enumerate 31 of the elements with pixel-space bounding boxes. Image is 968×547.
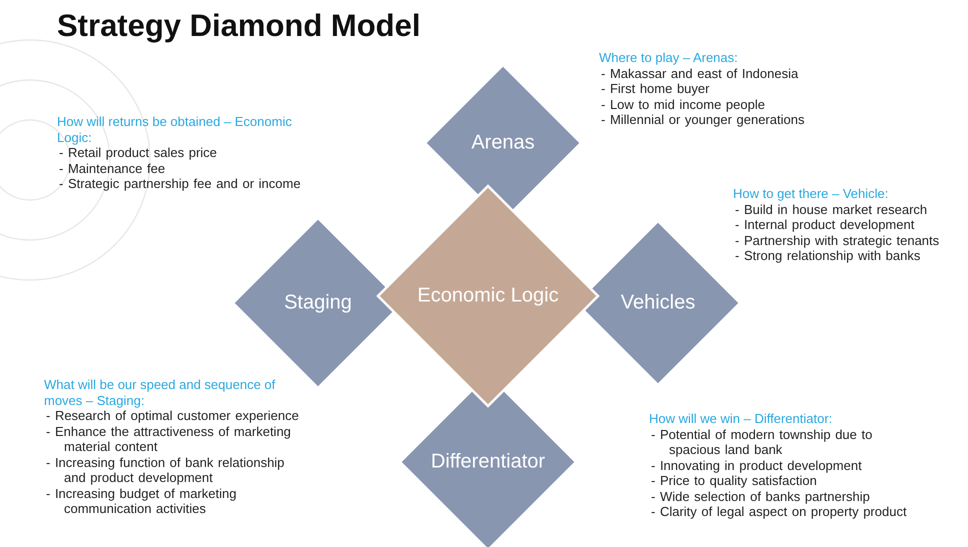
bullet-item: - Partnership with strategic tenants [734,232,940,248]
bullet-item: - Increasing budget of marketing communication activities [45,486,238,516]
section-heading: How to get there – Vehicle: [733,186,890,202]
diamond-label: Arenas [470,130,536,156]
bullet-item: - Innovating in product development [650,458,863,473]
diamond-label: Differentiator [430,450,546,474]
section-heading: How will returns be obtained – Economic Logic: [57,114,293,145]
title: Strategy Diamond Model [57,8,420,44]
bullet-item: - Low to mid income people [600,96,766,112]
diamond-label: Vehicles [620,290,696,316]
section-heading: What will be our speed and sequence of moves – Staging: [44,377,276,408]
bullet-item: - Internal product development [734,217,916,232]
bullet-item: - Maintenance fee [58,160,166,176]
bullet-item: - Research of optimal customer experience [45,408,300,424]
bullet-item: - Makassar and east of Indonesia [600,66,800,81]
bullet-item: - Retail product sales price [58,145,218,160]
bullet-item: - Build in house market research [734,202,928,217]
bullet-item: - Clarity of legal aspect on property product [650,504,908,520]
bullet-item: - First home buyer [600,81,710,96]
bullet-item: - Enhance the attractiveness of marketing material content [45,424,292,454]
bullet-item: - Price to quality satisfaction [650,473,818,488]
bullet-item: - Strong relationship with banks [734,248,922,264]
section-heading: How will we win – Differentiator: [649,411,834,426]
bullet-item: - Increasing function of bank relationship and product development [45,454,286,486]
bullet-item: - Millennial or younger generations [600,112,806,128]
bullet-item: - Potential of modern township due to spacious land bank [650,426,874,458]
bullet-item: - Strategic partnership fee and or income [58,176,302,192]
diamond-label: Economic Logic [416,284,560,308]
section-heading: Where to play – Arenas: [599,50,739,66]
bullet-item: - Wide selection of banks partnership [650,488,871,504]
diamond-label: Staging [283,290,353,316]
